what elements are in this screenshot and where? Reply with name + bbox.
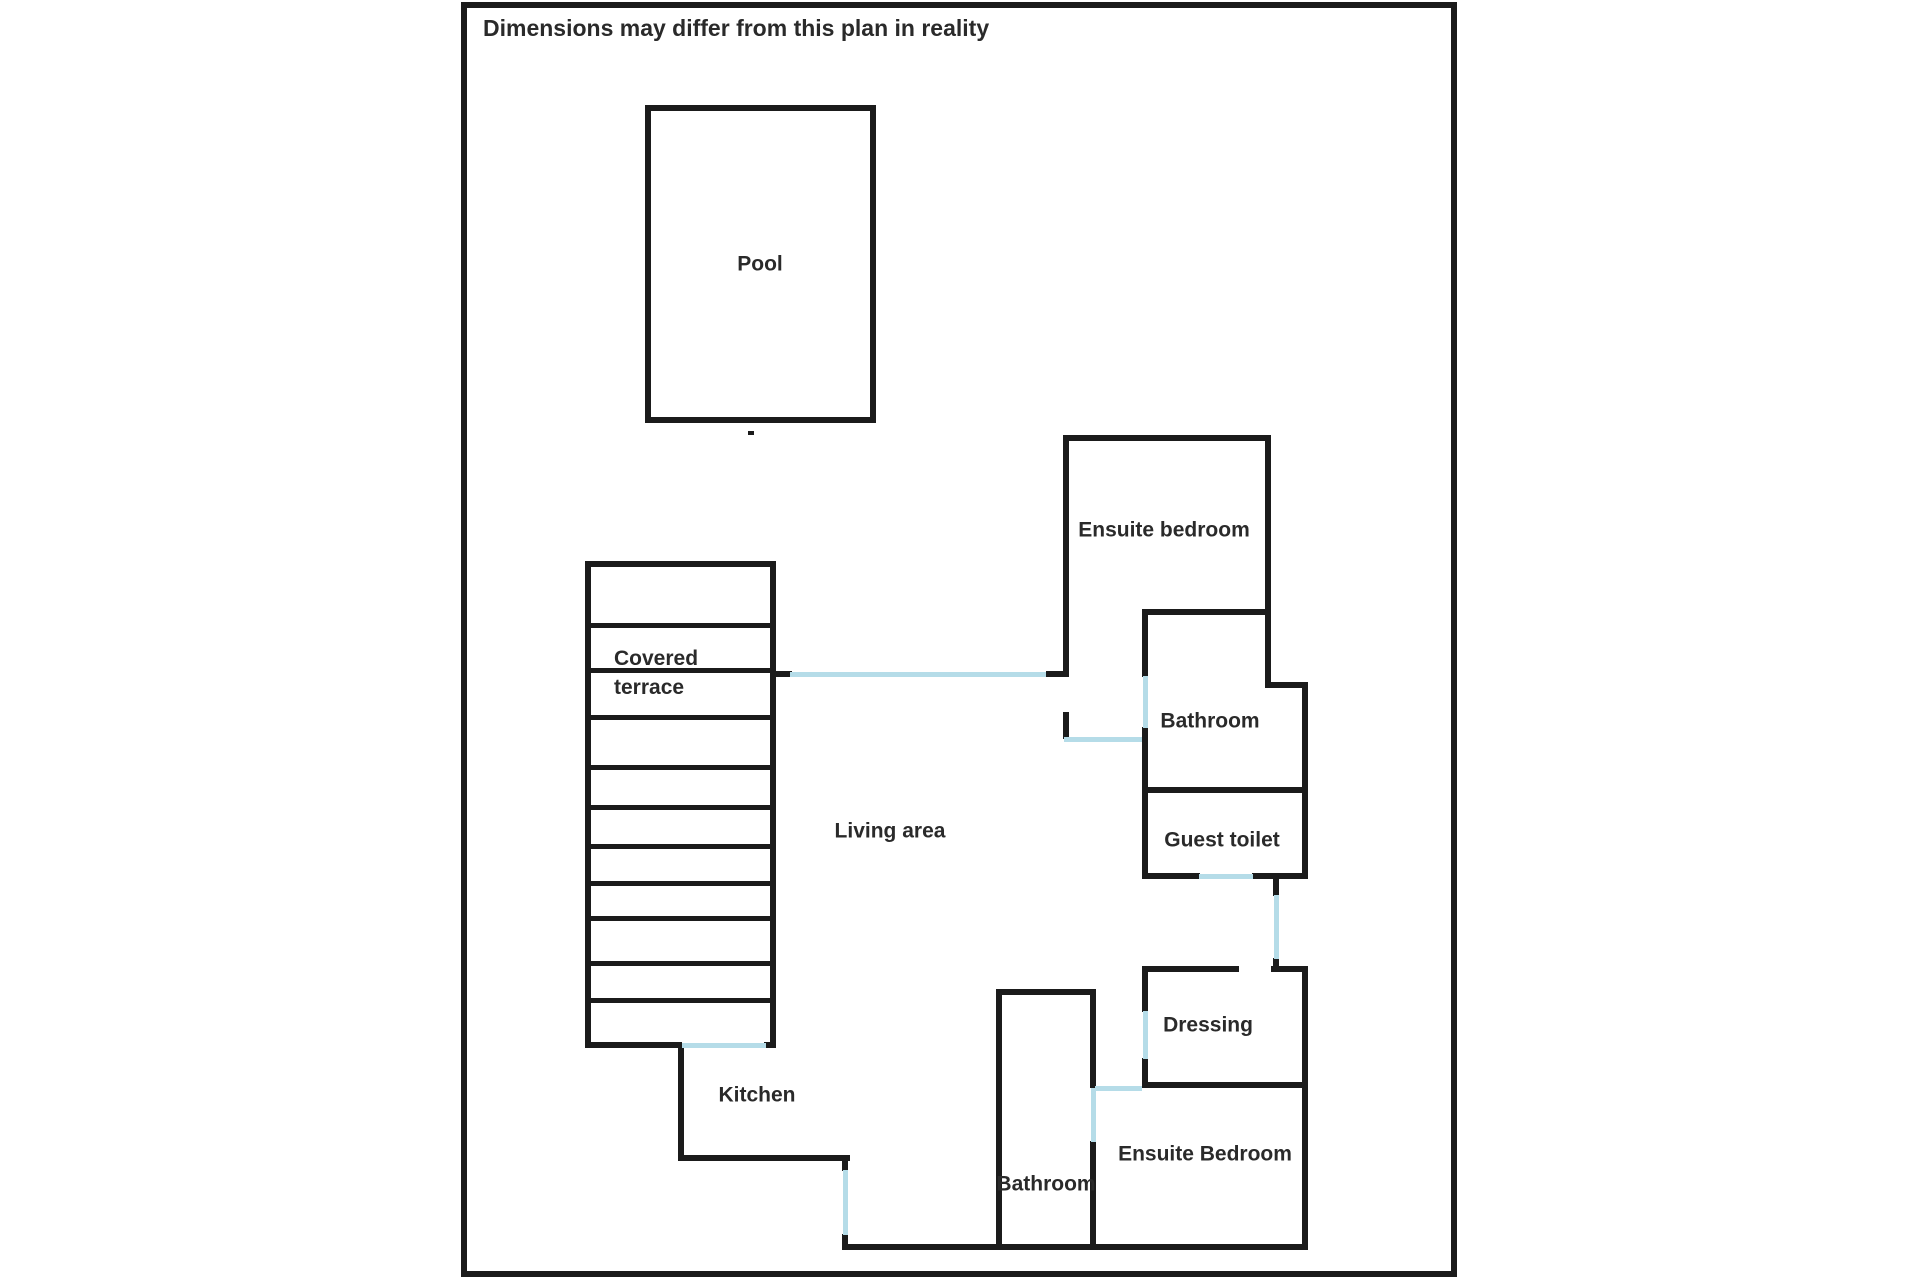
wall-segment [1302,787,1308,879]
wall-segment [585,623,776,628]
living-area-label: Living area [834,819,946,843]
wall-segment [585,916,776,921]
wall-segment [770,561,776,1047]
wall-segment [842,1234,848,1247]
wall-segment [1273,958,1279,969]
door-window-opening [1064,737,1142,742]
wall-segment [1142,966,1239,972]
wall-segment [1252,873,1308,879]
wall-segment [585,1042,682,1048]
dressing-label: Dressing [1163,1013,1253,1037]
kitchen-label: Kitchen [718,1083,796,1107]
wall-segment [748,431,754,435]
guest-toilet-label: Guest toilet [1164,828,1280,852]
ensuite-bedroom-top-label: Ensuite bedroom [1078,518,1250,542]
disclaimer-title: Dimensions may differ from this plan in … [483,15,990,41]
wall-segment [1063,712,1069,739]
wall-segment [842,1244,1308,1250]
door-window-opening [682,1043,766,1048]
wall-segment [585,561,776,567]
wall-segment [1142,609,1271,615]
wall-segment [1302,682,1308,793]
wall-segment [585,844,776,849]
door-window-opening [1274,895,1279,959]
door-window-opening [843,1170,848,1235]
wall-segment [1271,966,1308,972]
wall-segment [585,998,776,1003]
door-window-opening [1199,874,1253,879]
wall-segment [1265,682,1308,688]
door-window-opening [1143,1011,1148,1059]
wall-segment [585,961,776,966]
wall-segment [1046,671,1069,677]
door-window-opening [790,672,1046,677]
door-window-opening [1095,1086,1142,1091]
wall-segment [1142,966,1148,1012]
wall-segment [996,989,1096,995]
wall-segment [585,805,776,810]
wall-segment [764,1042,776,1048]
wall-segment [1090,1141,1096,1247]
wall-segment [1063,435,1271,441]
wall-segment [585,765,776,770]
wall-segment [585,668,776,673]
wall-segment [585,715,776,720]
wall-segment [1063,435,1069,675]
wall-segment [1142,1058,1148,1088]
door-window-opening [1143,676,1148,728]
wall-segment [678,1155,850,1161]
door-window-opening [1091,1088,1096,1142]
wall-segment [773,671,792,677]
plan-border [461,2,1457,1277]
wall-segment [1142,787,1308,793]
wall-segment [1142,727,1148,793]
wall-segment [1090,989,1096,1088]
wall-segment [842,1155,848,1171]
wall-segment [585,881,776,886]
wall-segment [1273,876,1279,896]
wall-segment [1142,787,1148,879]
pool-label: Pool [737,252,783,276]
wall-segment [1265,435,1271,688]
bathroom-bottom-label: Bathroom [996,1172,1096,1196]
ensuite-bedroom-bottom-label: Ensuite Bedroom [1118,1142,1292,1166]
wall-segment [585,561,591,1047]
wall-segment [678,1045,684,1161]
wall-segment [1302,966,1308,1250]
wall-segment [996,989,1002,1247]
wall-segment [1142,609,1148,677]
bathroom-top-label: Bathroom [1160,709,1260,733]
wall-segment [1142,1082,1308,1088]
pool-outline [645,105,876,423]
wall-segment [1142,873,1200,879]
